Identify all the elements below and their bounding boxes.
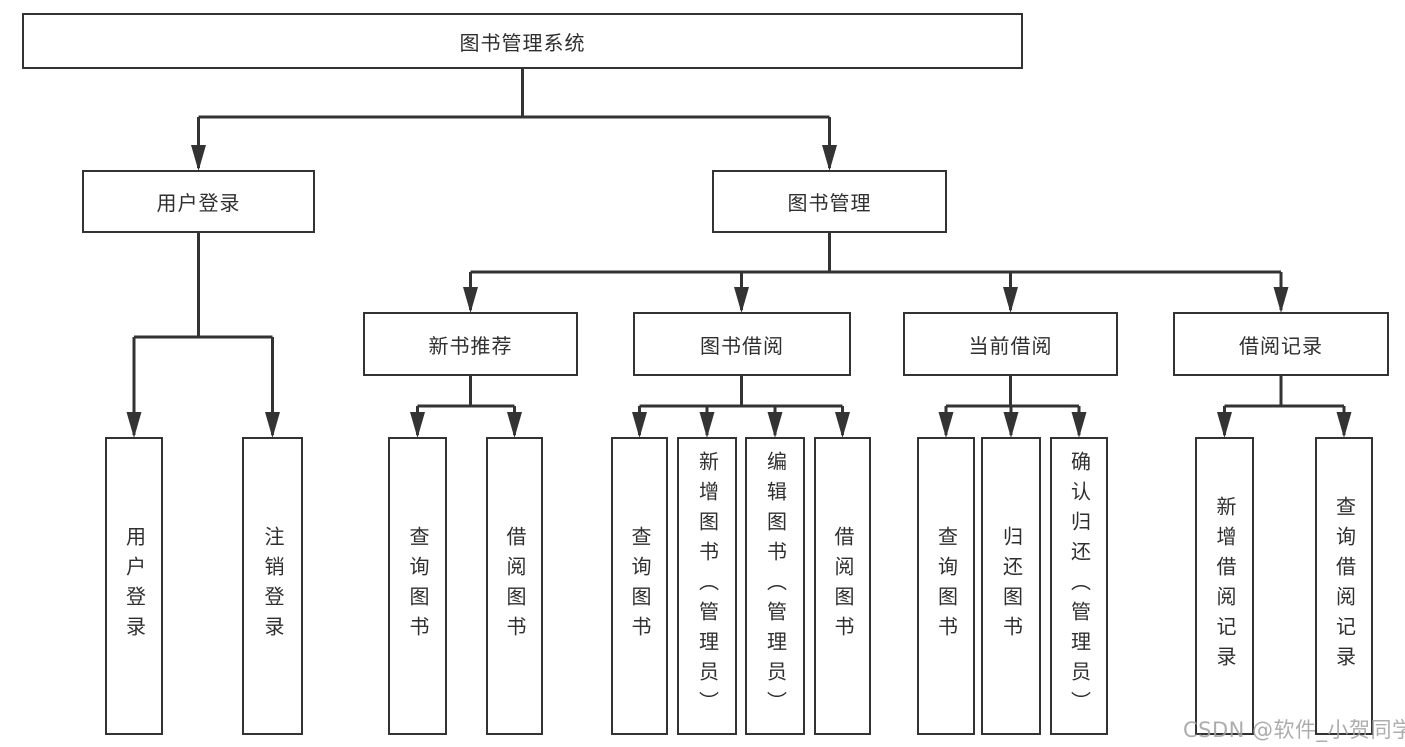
leaf-borrow-edit-books-admin: 编辑图书（管理员） bbox=[745, 437, 805, 735]
node-root: 图书管理系统 bbox=[22, 13, 1023, 69]
leaf-newrec-query-books: 查询图书 bbox=[388, 437, 447, 735]
node-book-management: 图书管理 bbox=[712, 170, 947, 233]
leaf-current-return-books: 归还图书 bbox=[981, 437, 1041, 735]
leaf-logout: 注销登录 bbox=[242, 437, 303, 735]
leaf-borrow-query-books-label: 查询图书 bbox=[628, 526, 652, 646]
node-book-borrow-label: 图书借阅 bbox=[700, 333, 784, 358]
node-borrow-records-label: 借阅记录 bbox=[1239, 333, 1323, 358]
node-new-book-recommend: 新书推荐 bbox=[363, 312, 578, 376]
leaf-logout-label: 注销登录 bbox=[261, 526, 285, 646]
leaf-newrec-borrow-books-label: 借阅图书 bbox=[503, 526, 527, 646]
watermark: CSDN @软件_小贺同学 bbox=[1183, 718, 1405, 742]
leaf-current-query-books-label: 查询图书 bbox=[934, 526, 959, 646]
leaf-current-confirm-return-admin-label: 确认归还（管理员） bbox=[1067, 451, 1092, 721]
leaf-records-add-record: 新增借阅记录 bbox=[1195, 437, 1254, 735]
leaf-borrow-add-books-admin-label: 新增图书（管理员） bbox=[695, 451, 720, 721]
leaf-borrow-add-books-admin: 新增图书（管理员） bbox=[677, 437, 737, 735]
leaf-current-return-books-label: 归还图书 bbox=[999, 526, 1024, 646]
leaf-records-query-record-label: 查询借阅记录 bbox=[1332, 496, 1357, 676]
leaf-borrow-query-books: 查询图书 bbox=[611, 437, 668, 735]
node-new-book-recommend-label: 新书推荐 bbox=[428, 333, 513, 358]
node-user-login: 用户登录 bbox=[82, 170, 315, 233]
leaf-newrec-query-books-label: 查询图书 bbox=[406, 526, 430, 646]
node-borrow-records: 借阅记录 bbox=[1173, 312, 1389, 376]
leaf-borrow-edit-books-admin-label: 编辑图书（管理员） bbox=[763, 451, 788, 721]
node-current-borrow: 当前借阅 bbox=[903, 312, 1118, 376]
node-current-borrow-label: 当前借阅 bbox=[968, 333, 1053, 358]
leaf-borrow-borrow-books: 借阅图书 bbox=[814, 437, 871, 735]
node-book-borrow: 图书借阅 bbox=[633, 312, 851, 376]
node-user-login-label: 用户登录 bbox=[156, 191, 241, 215]
leaf-user-login-label: 用户登录 bbox=[122, 526, 147, 646]
leaf-current-query-books: 查询图书 bbox=[917, 437, 975, 735]
leaf-records-query-record: 查询借阅记录 bbox=[1315, 437, 1373, 735]
node-book-management-label: 图书管理 bbox=[787, 191, 872, 215]
leaf-records-add-record-label: 新增借阅记录 bbox=[1213, 496, 1237, 676]
leaf-current-confirm-return-admin: 确认归还（管理员） bbox=[1050, 437, 1108, 735]
node-root-label: 图书管理系统 bbox=[459, 30, 586, 55]
leaf-borrow-borrow-books-label: 借阅图书 bbox=[831, 526, 855, 646]
leaf-user-login: 用户登录 bbox=[105, 437, 163, 735]
leaf-newrec-borrow-books: 借阅图书 bbox=[486, 437, 543, 735]
